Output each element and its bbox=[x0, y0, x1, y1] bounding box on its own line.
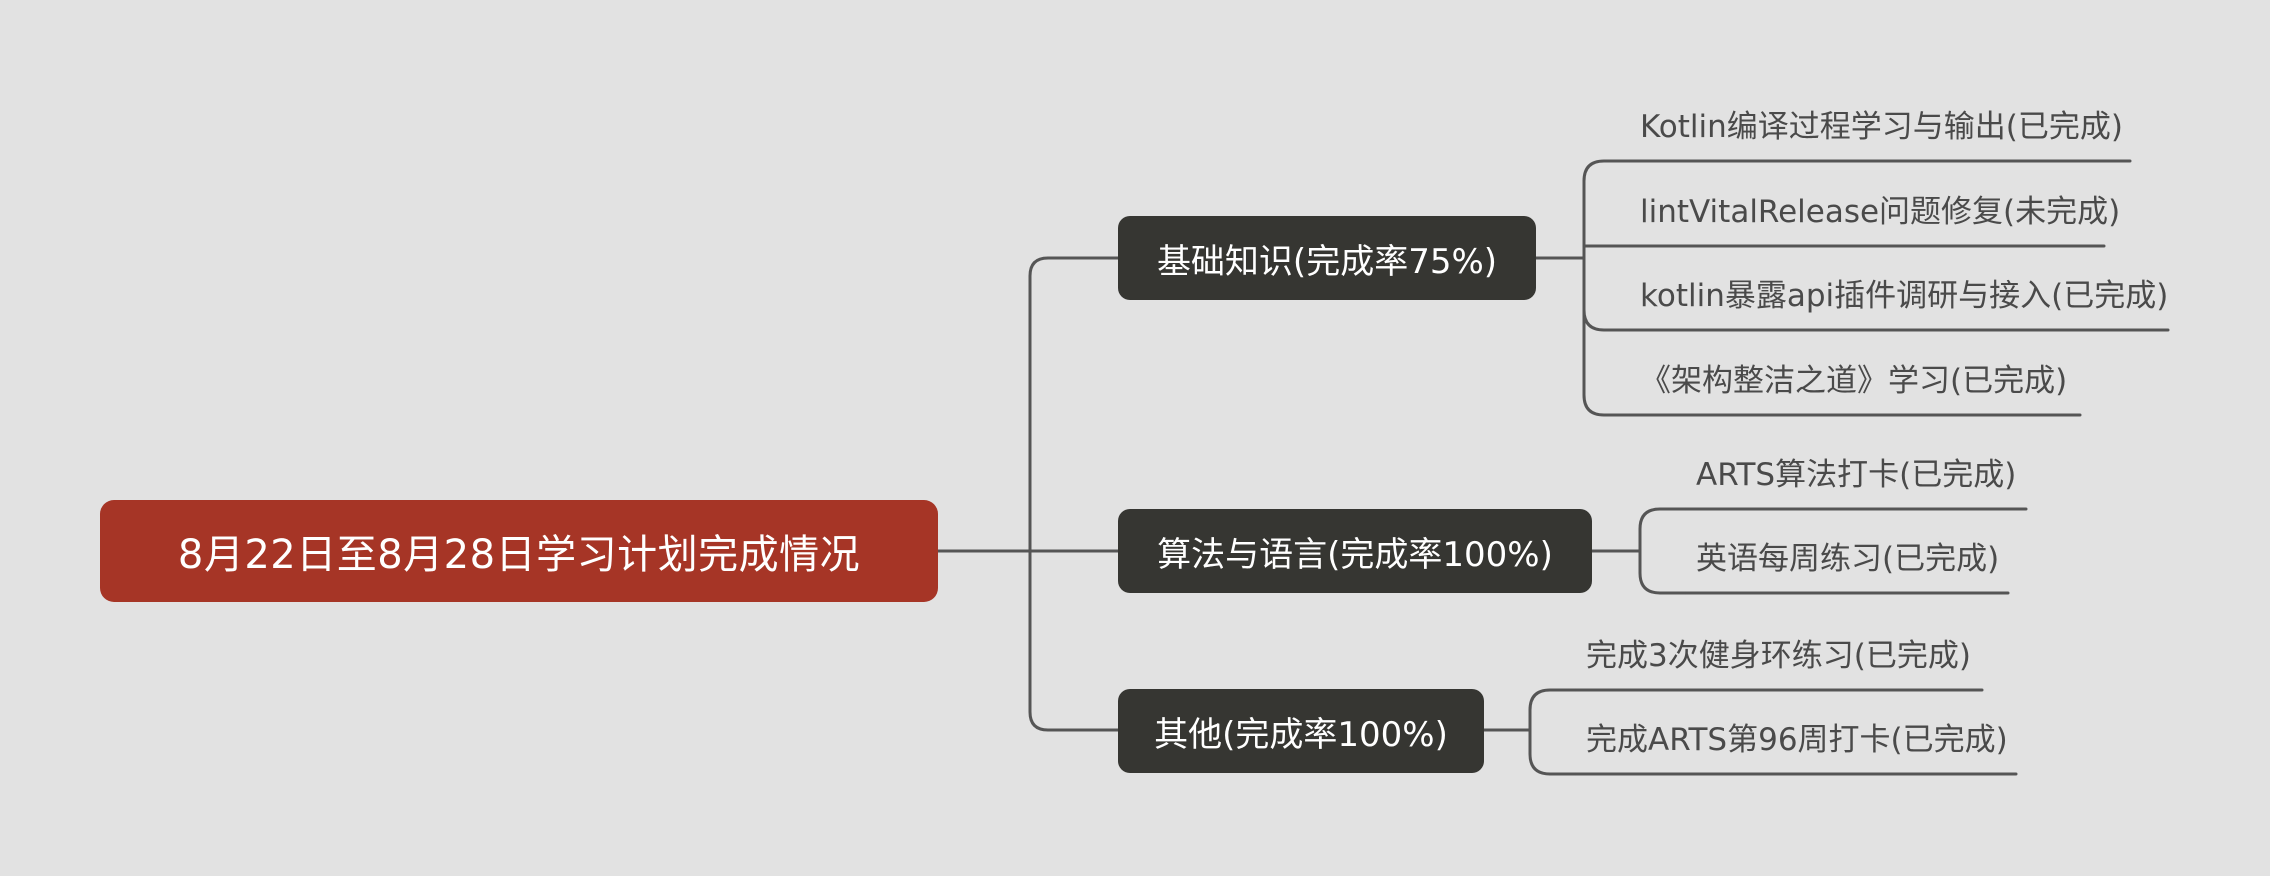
connector-b3-bracket bbox=[1528, 688, 1578, 776]
leaf-item[interactable]: 完成ARTS第96周打卡(已完成) bbox=[1586, 722, 2008, 758]
connector-b1-l3 bbox=[1582, 308, 1632, 332]
connector-b2-bracket bbox=[1638, 507, 1688, 595]
branch-basic-knowledge[interactable]: 基础知识(完成率75%) bbox=[1118, 216, 1536, 300]
leaf-item[interactable]: lintVitalRelease问题修复(未完成) bbox=[1640, 194, 2121, 230]
leaf-item[interactable]: Kotlin编译过程学习与输出(已完成) bbox=[1640, 109, 2123, 145]
leaf-item[interactable]: 《架构整洁之道》学习(已完成) bbox=[1640, 363, 2068, 399]
root-topic[interactable]: 8月22日至8月28日学习计划完成情况 bbox=[100, 500, 938, 602]
leaf-item[interactable]: 英语每周练习(已完成) bbox=[1696, 541, 2000, 577]
branch-algorithm-language[interactable]: 算法与语言(完成率100%) bbox=[1118, 509, 1592, 593]
connector-trunk bbox=[1028, 256, 1120, 732]
leaf-item[interactable]: 完成3次健身环练习(已完成) bbox=[1586, 638, 1971, 674]
leaf-item[interactable]: ARTS算法打卡(已完成) bbox=[1696, 457, 2017, 493]
branch-other[interactable]: 其他(完成率100%) bbox=[1118, 689, 1484, 773]
connector-b1-bracket bbox=[1582, 159, 1632, 417]
leaf-item[interactable]: kotlin暴露api插件调研与接入(已完成) bbox=[1640, 278, 2169, 314]
